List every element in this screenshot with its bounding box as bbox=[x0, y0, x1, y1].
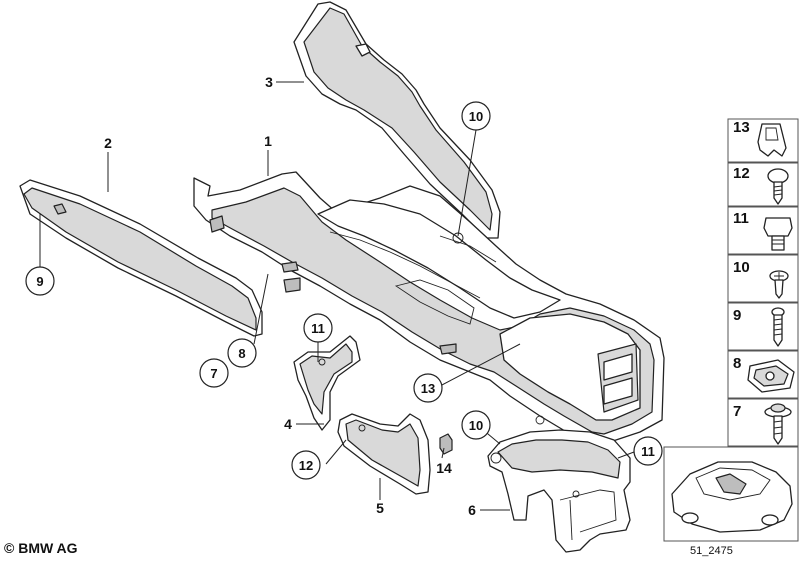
legend-item-13[interactable]: 13 bbox=[727, 118, 799, 163]
svg-text:10: 10 bbox=[469, 109, 483, 124]
part-4-bracket[interactable] bbox=[293, 335, 361, 431]
legend-item-11[interactable]: 11 bbox=[727, 206, 799, 255]
round-head-screw-icon bbox=[767, 168, 789, 205]
car-silhouette-icon bbox=[671, 461, 793, 533]
fastener-legend: 13 12 11 10 bbox=[727, 118, 799, 447]
callout-7[interactable]: 7 bbox=[199, 358, 229, 388]
svg-text:13: 13 bbox=[733, 119, 750, 136]
svg-text:12: 12 bbox=[299, 458, 313, 473]
part-14-clip[interactable] bbox=[439, 433, 453, 455]
legend-item-10[interactable]: 10 bbox=[727, 254, 799, 303]
part-1-centre-console[interactable] bbox=[193, 171, 665, 447]
copyright-notice: © BMW AG bbox=[4, 540, 78, 556]
callout-8[interactable]: 8 bbox=[227, 338, 257, 368]
callout-13[interactable]: 13 bbox=[413, 373, 443, 403]
svg-text:11: 11 bbox=[641, 444, 655, 459]
svg-text:10: 10 bbox=[469, 418, 483, 433]
pan-head-screw-icon bbox=[769, 270, 789, 299]
vehicle-location-inset bbox=[663, 446, 799, 542]
label-3[interactable]: 3 bbox=[265, 74, 273, 90]
label-5[interactable]: 5 bbox=[376, 500, 384, 516]
svg-text:11: 11 bbox=[311, 321, 325, 336]
clip-nut-icon bbox=[757, 123, 787, 157]
part-5-lower-trim[interactable] bbox=[337, 413, 431, 495]
svg-text:8: 8 bbox=[238, 346, 245, 361]
callout-10-bottom[interactable]: 10 bbox=[461, 410, 491, 440]
legend-item-7[interactable]: 7 bbox=[727, 398, 799, 447]
diagram-id: 51_2475 bbox=[690, 545, 733, 557]
svg-text:12: 12 bbox=[733, 165, 750, 182]
callout-12[interactable]: 12 bbox=[291, 450, 321, 480]
leader-lines bbox=[39, 81, 635, 511]
legend-item-9[interactable]: 9 bbox=[727, 302, 799, 351]
svg-text:13: 13 bbox=[421, 381, 435, 396]
self-tapping-screw-icon bbox=[771, 307, 785, 347]
label-14[interactable]: 14 bbox=[436, 460, 452, 476]
callout-10-top[interactable]: 10 bbox=[461, 101, 491, 131]
label-1[interactable]: 1 bbox=[264, 133, 272, 149]
label-4[interactable]: 4 bbox=[284, 416, 292, 432]
part-6-support-bracket[interactable] bbox=[487, 429, 631, 553]
svg-text:7: 7 bbox=[733, 403, 741, 420]
svg-text:11: 11 bbox=[733, 210, 749, 227]
svg-text:7: 7 bbox=[210, 366, 217, 381]
svg-text:10: 10 bbox=[733, 259, 750, 276]
spring-nut-icon bbox=[747, 359, 795, 393]
legend-item-8[interactable]: 8 bbox=[727, 350, 799, 399]
callout-11-bracket[interactable]: 11 bbox=[303, 313, 333, 343]
label-2[interactable]: 2 bbox=[104, 135, 112, 151]
svg-text:8: 8 bbox=[733, 355, 741, 372]
collar-screw-icon bbox=[764, 403, 792, 445]
part-2-side-trim[interactable] bbox=[19, 179, 263, 337]
svg-text:9: 9 bbox=[36, 274, 43, 289]
svg-text:9: 9 bbox=[733, 307, 741, 324]
callout-9[interactable]: 9 bbox=[25, 266, 55, 296]
legend-item-12[interactable]: 12 bbox=[727, 162, 799, 207]
hex-bolt-icon bbox=[763, 217, 793, 251]
label-6[interactable]: 6 bbox=[468, 502, 476, 518]
callout-11-support[interactable]: 11 bbox=[633, 436, 663, 466]
part-3-rear-panel[interactable] bbox=[293, 1, 501, 239]
